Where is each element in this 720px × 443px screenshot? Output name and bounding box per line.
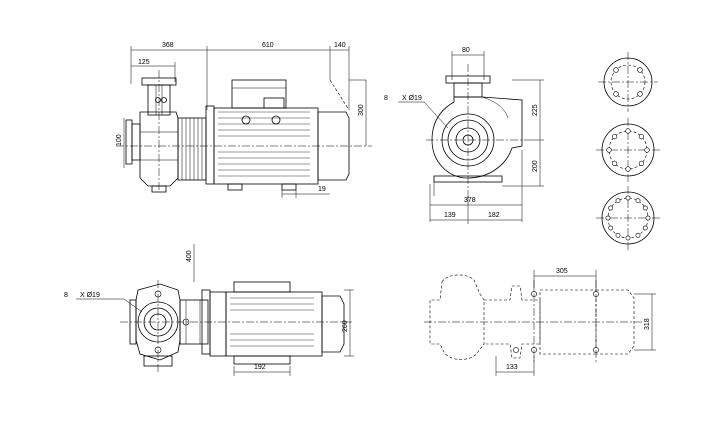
flange-views xyxy=(596,52,660,250)
dim-610: 610 xyxy=(262,42,274,49)
dim-139: 139 xyxy=(444,212,456,219)
flange-8-holes xyxy=(596,118,660,182)
dim-300: 300 xyxy=(358,104,365,116)
front-view: 80 225 200 378 139 182 xyxy=(384,47,544,224)
dim-260: 260 xyxy=(342,320,349,332)
plan-holes-spec-label: X Ø19 xyxy=(80,292,100,299)
plan-view: 400 260 xyxy=(64,244,354,376)
dim-133: 133 xyxy=(506,364,518,371)
dim-80: 80 xyxy=(462,47,470,54)
dim-100: 100 xyxy=(116,134,123,146)
flange-4-holes xyxy=(598,52,658,112)
holes-spec-label: X Ø19 xyxy=(402,95,422,102)
flange-12-holes xyxy=(596,186,660,250)
dim-225: 225 xyxy=(532,104,539,116)
dim-318: 318 xyxy=(644,318,651,330)
dim-368: 368 xyxy=(162,42,174,49)
dim-125: 125 xyxy=(138,59,150,66)
dim-305: 305 xyxy=(556,268,568,275)
holes-count-label: 8 xyxy=(384,95,388,102)
side-view: 368 610 140 125 100 xyxy=(116,42,372,198)
dim-140: 140 xyxy=(334,42,346,49)
dim-200: 200 xyxy=(532,160,539,172)
dim-182: 182 xyxy=(488,212,500,219)
dim-19: 19 xyxy=(318,186,326,193)
dim-378: 378 xyxy=(464,197,476,204)
dim-192: 192 xyxy=(254,364,266,371)
footprint-view: 305 318 133 xyxy=(424,268,656,376)
dim-400: 400 xyxy=(186,250,193,262)
plan-holes-count-label: 8 xyxy=(64,292,68,299)
